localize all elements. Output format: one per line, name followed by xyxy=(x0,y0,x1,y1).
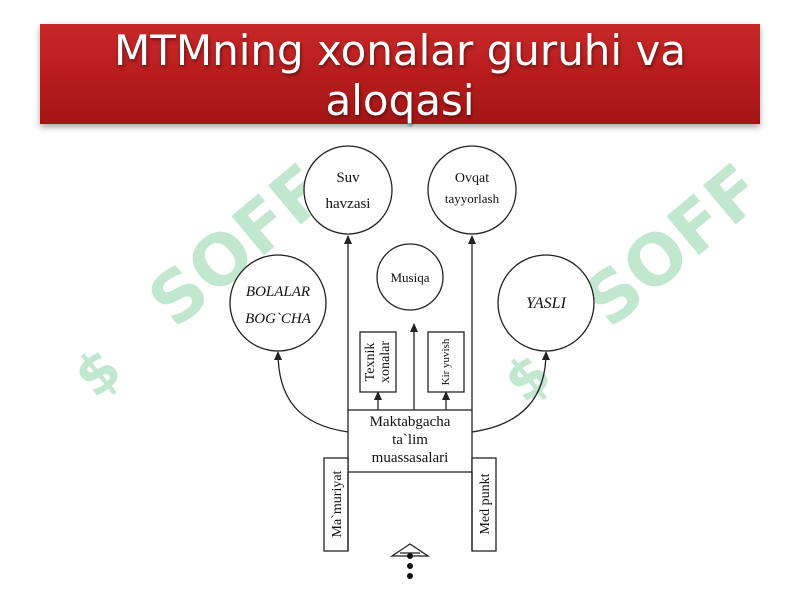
circle-suv-havzasi xyxy=(303,145,393,235)
med-punkt-label: Med punkt xyxy=(478,473,493,534)
watermark-right-mark: $ xyxy=(492,341,564,416)
kir-box xyxy=(427,331,465,393)
center-box xyxy=(347,409,473,473)
suv-line-2: havzasi xyxy=(326,196,371,212)
bolalar-line-1: BOLALAR xyxy=(246,284,310,300)
circle-bolalar xyxy=(229,254,327,352)
circle-yasli xyxy=(497,254,595,352)
texnik-line-1: Texnik xyxy=(363,343,378,382)
watermark-right-text: SOFF xyxy=(568,148,778,343)
title-banner: MTMning xonalar guruhi va aloqasi xyxy=(40,24,760,125)
circle-musiqa xyxy=(376,243,444,311)
suv-line-1: Suv xyxy=(336,170,360,186)
mamuriyat-label: Ma`muriyat xyxy=(330,470,345,537)
texnik-line-2: xonalar xyxy=(378,341,393,383)
bolalar-line-2: BOG`CHA xyxy=(245,311,312,327)
center-line-3: muassasalari xyxy=(372,450,449,466)
kir-yuvish-label: Kir yuvish xyxy=(440,338,452,385)
ovqat-line-2: tayyorlash xyxy=(445,191,500,206)
ovqat-line-1: Ovqat xyxy=(455,171,489,186)
arrow-to-yasli xyxy=(471,351,550,433)
page-title: MTMning xonalar guruhi va aloqasi xyxy=(113,26,687,125)
med-punkt-box xyxy=(471,457,497,552)
center-line-2: ta`lim xyxy=(392,432,428,448)
center-line-1: Maktabgacha xyxy=(370,414,451,430)
texnik-box xyxy=(359,331,397,393)
musiqa-label: Musiqa xyxy=(391,270,430,285)
circle-ovqat xyxy=(427,145,517,235)
watermark-left-mark: $ xyxy=(62,336,134,411)
entrance-dots-icon xyxy=(407,553,413,579)
arrow-to-bolalar xyxy=(274,351,349,433)
yasli-label: YASLI xyxy=(526,295,566,312)
